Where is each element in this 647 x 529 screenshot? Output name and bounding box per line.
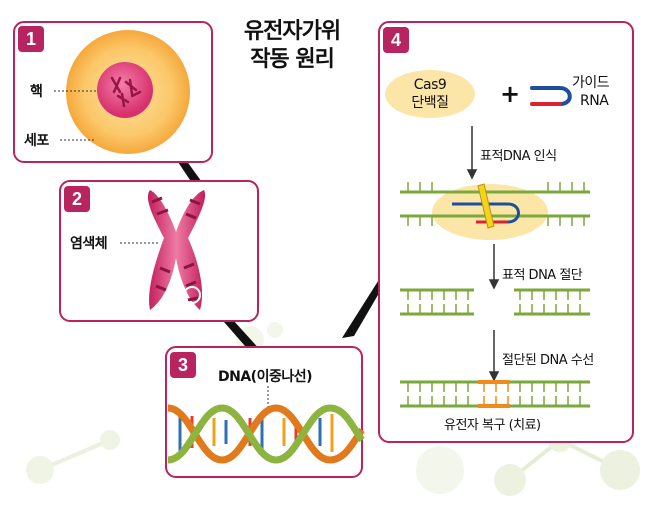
nucleus-shape	[97, 62, 153, 118]
step-arrows	[466, 126, 500, 382]
cas9-label-line2: 단백질	[411, 95, 449, 111]
panel-4-number: 4	[383, 27, 409, 53]
result-gene-recovery: 유전자 복구 (치료)	[444, 418, 541, 433]
chromosome-shape	[147, 190, 206, 310]
panel-2-chromosome	[59, 180, 259, 322]
step-target-recognition: 표적DNA 인식	[480, 149, 557, 164]
cas9-label-line1: Cas9	[413, 77, 447, 93]
step-target-cut: 표적 DNA 절단	[502, 268, 583, 283]
nucleus-chromosomes	[110, 76, 142, 108]
dna-target-recognition	[400, 182, 590, 240]
panel-2-number: 2	[64, 186, 90, 212]
plus-sign: +	[500, 80, 521, 108]
dna-label: DNA(이중나선)	[218, 369, 313, 385]
cell-label: 세포	[24, 133, 49, 149]
nucleus-label: 핵	[30, 84, 43, 100]
panel-1-cell	[13, 21, 213, 163]
diagram-title-line2: 작동 원리	[250, 47, 335, 72]
guide-rna-label-line1: 가이드	[572, 75, 610, 91]
panel-4-crispr	[378, 21, 634, 443]
guide-rna-label-line2: RNA	[580, 93, 609, 109]
panel-3-number: 3	[170, 352, 196, 378]
dna-repaired	[400, 380, 590, 408]
panel-1-number: 1	[18, 26, 44, 52]
diagram-title-line1: 유전자가위	[243, 19, 341, 44]
guide-rna-shape	[530, 86, 572, 106]
panel-3-dna	[165, 346, 365, 478]
cas9-ellipse	[385, 70, 475, 118]
dna-cut	[400, 288, 590, 316]
double-helix	[167, 404, 365, 464]
chromosome-label: 염색체	[70, 236, 108, 252]
step-dna-repair: 절단된 DNA 수선	[502, 353, 594, 368]
